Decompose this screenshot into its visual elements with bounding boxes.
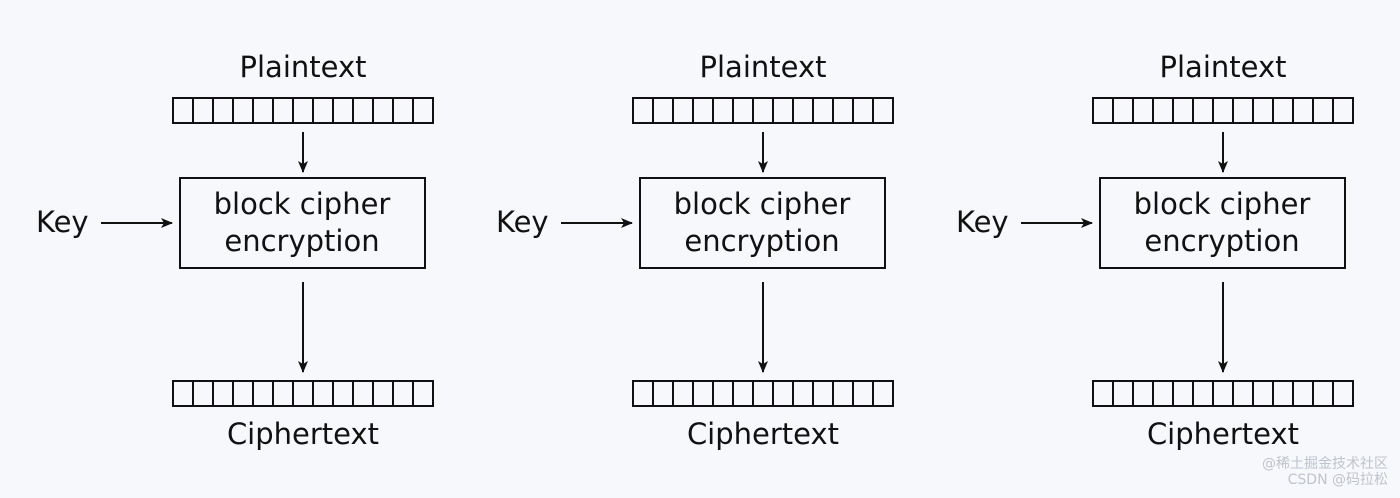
key-label: Key	[496, 205, 549, 239]
key-label: Key	[36, 205, 89, 239]
ciphertext-register	[172, 380, 434, 407]
cipher-label-line-2: encryption	[224, 224, 379, 258]
plaintext-label: Plaintext	[1160, 50, 1287, 84]
cipher-label-line-1: block cipher	[214, 187, 391, 221]
ciphertext-label: Ciphertext	[1147, 417, 1299, 451]
watermark-line-2: CSDN @码拉松	[1287, 472, 1388, 488]
plaintext-label: Plaintext	[240, 50, 367, 84]
cipher-box	[179, 177, 426, 269]
plaintext-label: Plaintext	[700, 50, 827, 84]
plaintext-register	[172, 97, 434, 124]
cipher-box	[1099, 177, 1346, 269]
ciphertext-register	[1092, 380, 1354, 407]
watermark-line-1: @稀土掘金技术社区	[1262, 456, 1388, 472]
ciphertext-register	[632, 380, 894, 407]
plaintext-register	[632, 97, 894, 124]
plaintext-register	[1092, 97, 1354, 124]
cipher-box	[639, 177, 886, 269]
cipher-label-line-2: encryption	[684, 224, 839, 258]
ciphertext-label: Ciphertext	[227, 417, 379, 451]
cipher-label-line-1: block cipher	[1134, 187, 1311, 221]
key-label: Key	[956, 205, 1009, 239]
watermark: @稀土掘金技术社区 CSDN @码拉松	[1262, 456, 1388, 488]
ciphertext-label: Ciphertext	[687, 417, 839, 451]
cipher-label-line-2: encryption	[1144, 224, 1299, 258]
cipher-label-line-1: block cipher	[674, 187, 851, 221]
